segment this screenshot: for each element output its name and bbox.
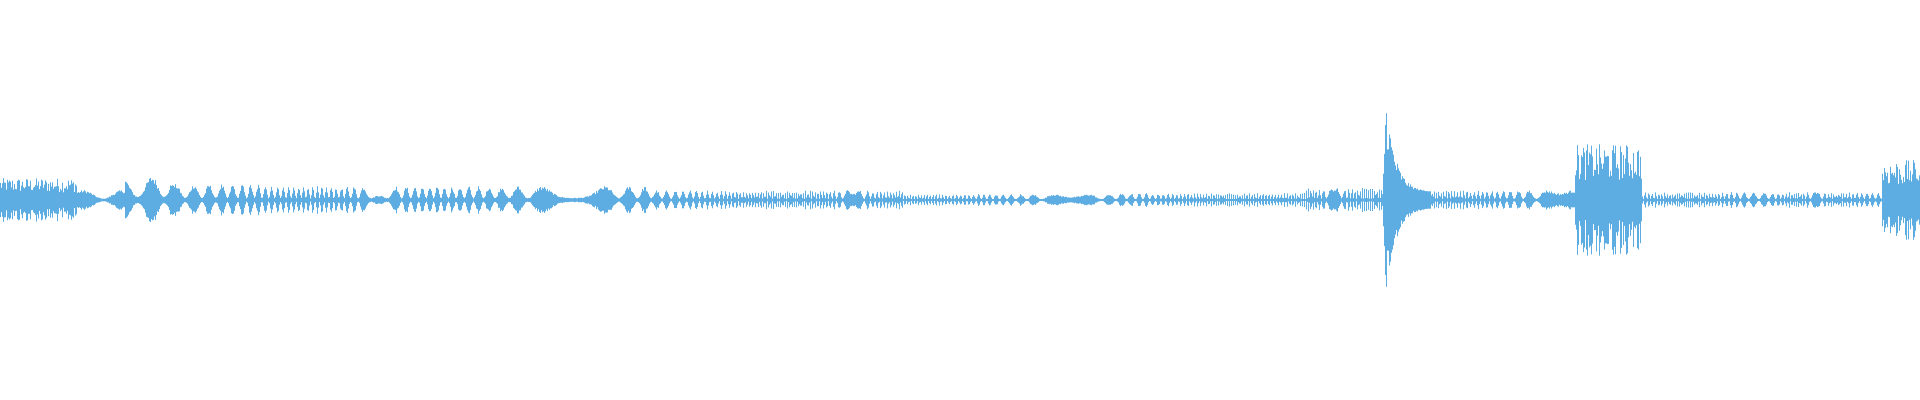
waveform-bars	[0, 113, 1920, 287]
waveform-path	[0, 113, 1920, 287]
